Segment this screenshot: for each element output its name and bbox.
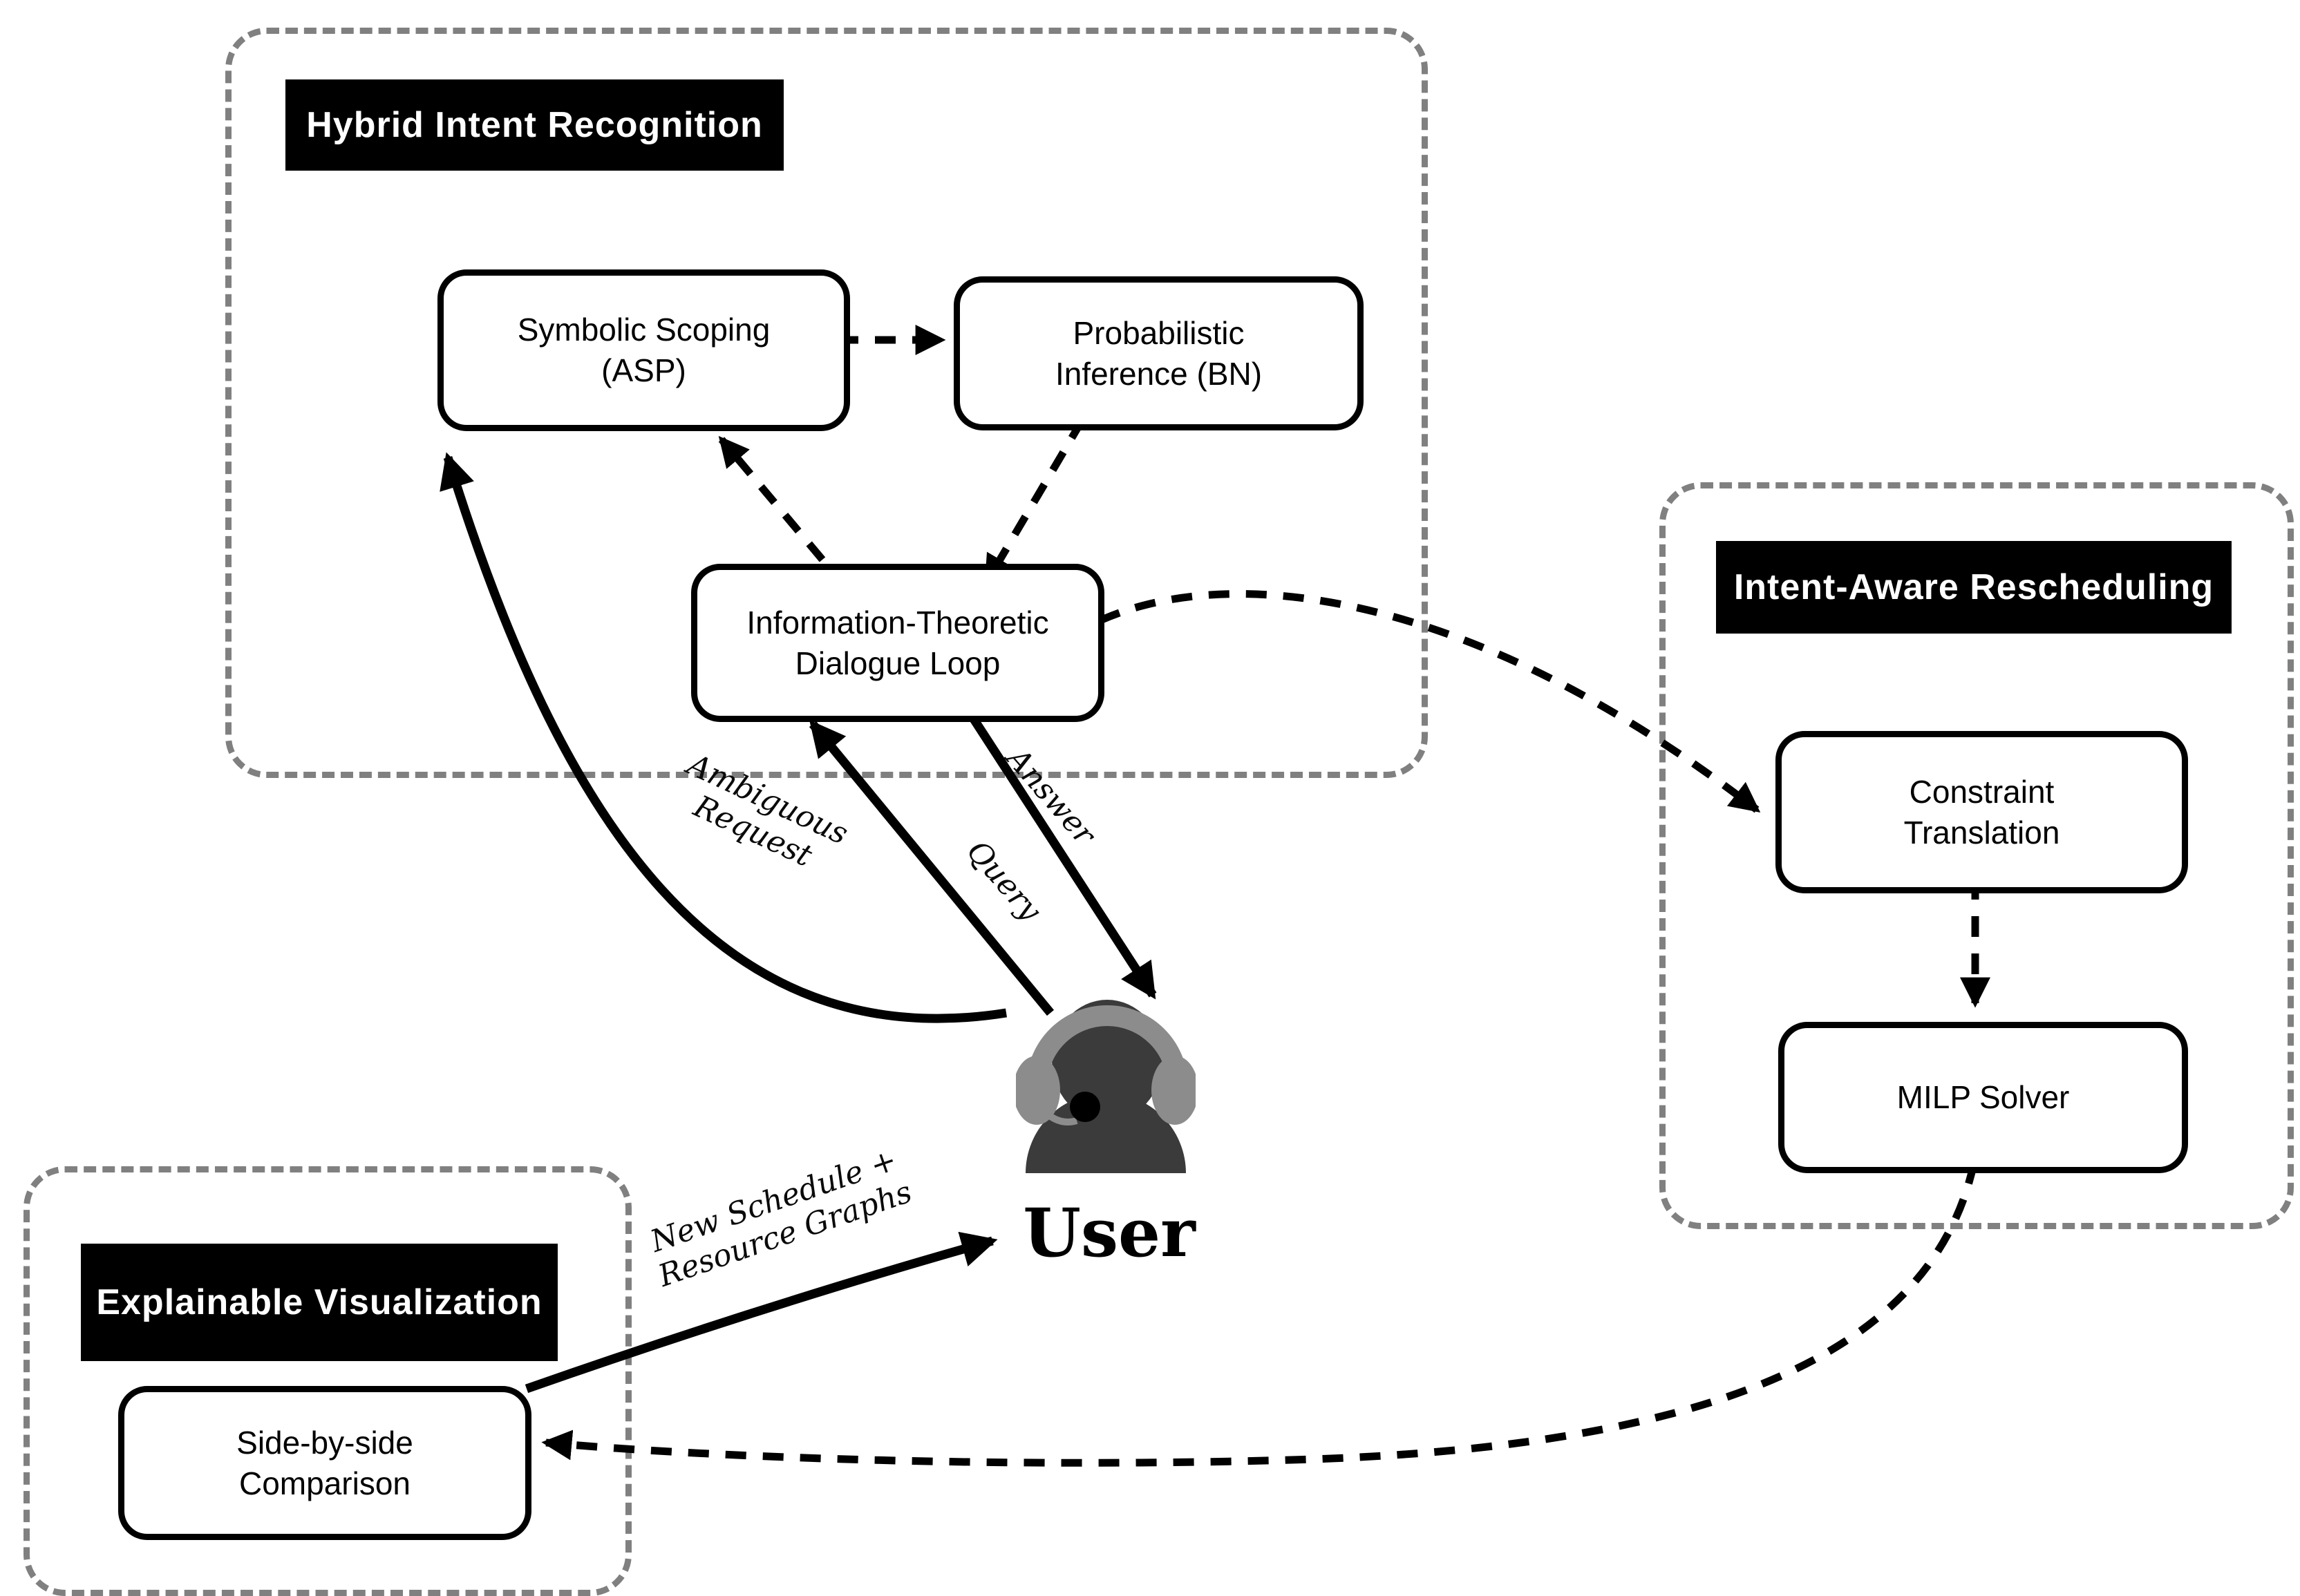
edge-dialogue-to-symbolic [718,435,826,562]
user-shoulders [1026,1093,1186,1173]
node-text-line1: Constraint [1909,773,2055,810]
group-label-text: Explainable Visualization [96,1282,543,1322]
node-text-line2: Comparison [239,1465,411,1501]
edge-side-to-user-new-schedule [525,1231,998,1394]
node-probabilistic-inference: Probabilistic Inference (BN) [954,276,1364,430]
node-milp-solver: MILP Solver [1778,1022,2188,1173]
user-label-text: User [1023,1194,1196,1272]
node-text-line2: Translation [1903,814,2060,851]
node-dialogue-loop: Information-Theoretic Dialogue Loop [691,564,1104,722]
group-label-text: Intent-Aware Rescheduling [1733,567,2214,607]
node-text-line1: MILP Solver [1896,1079,2070,1116]
edge-user-to-dialogue-query [809,719,1055,1016]
node-text-line2: Inference (BN) [1055,355,1263,392]
group-hybrid-intent-recognition [225,28,1428,778]
node-text-line2: (ASP) [601,352,686,388]
node-text-line1: Symbolic Scoping [517,312,771,348]
node-text-line1: Probabilistic [1073,314,1245,351]
headset-left-earpad [1013,1056,1060,1125]
group-label-hybrid-intent-recognition: Hybrid Intent Recognition [285,79,784,171]
headset-band [1026,1005,1188,1087]
mic-icon [1070,1092,1100,1122]
edge-user-to-symbolic-ambiguous-request [440,452,1008,1023]
headset-right-earpad [1151,1056,1198,1125]
group-intent-aware-rescheduling [1659,482,2294,1229]
user-label: User [988,1194,1230,1272]
group-label-text: Hybrid Intent Recognition [306,105,763,145]
edge-dialogue-to-user-answer [965,709,1157,1000]
group-label-intent-aware-rescheduling: Intent-Aware Rescheduling [1716,541,2232,634]
mic-boom [1039,1107,1078,1125]
node-side-by-side-comparison: Side-by-side Comparison [118,1386,531,1540]
user-icon [1013,981,1198,1181]
node-text-line2: Dialogue Loop [795,645,1001,681]
node-symbolic-scoping: Symbolic Scoping (ASP) [437,269,850,431]
node-text-line1: Information-Theoretic [746,604,1049,640]
edge-dialogue-to-constraint [1098,590,1761,813]
node-text-line1: Side-by-side [236,1424,413,1461]
node-constraint-translation: Constraint Translation [1775,731,2188,893]
group-label-explainable-visualization: Explainable Visualization [81,1244,558,1361]
edge-probabilistic-to-dialogue [983,418,1086,586]
group-explainable-visualization [23,1166,632,1596]
